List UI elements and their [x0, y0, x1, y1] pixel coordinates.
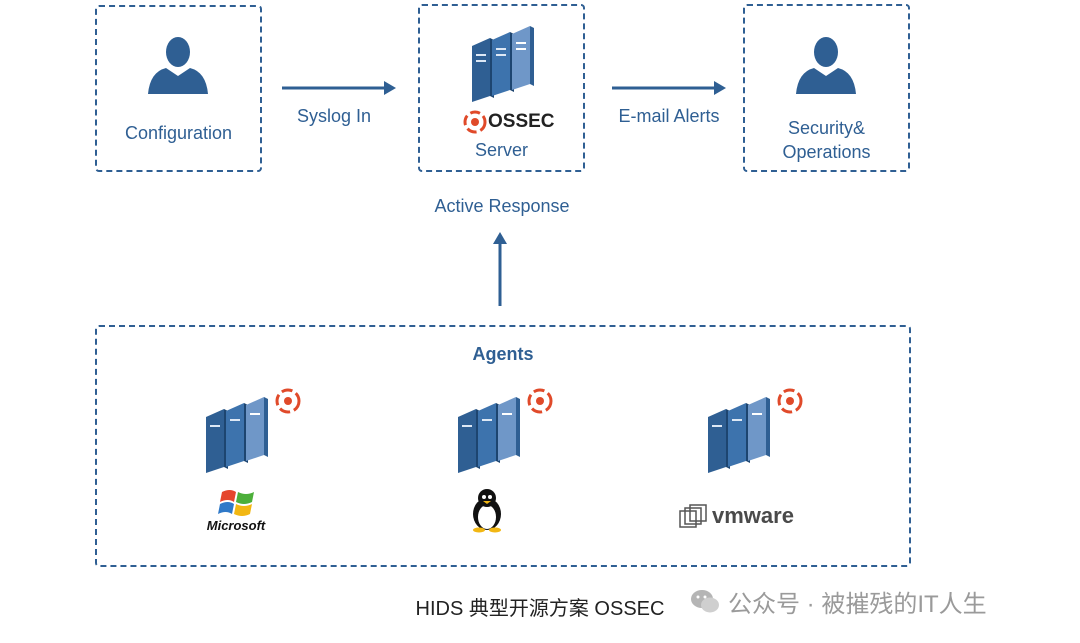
microsoft-logo-text: Microsoft [206, 518, 266, 533]
person-icon [796, 37, 856, 94]
agent-server-icon-windows [206, 388, 301, 473]
syslog-in-label: Syslog In [296, 106, 372, 126]
active-response-label: Active Response [434, 196, 570, 216]
active-response-arrow [493, 232, 507, 306]
watermark: 公众号 · 被摧残的IT人生 [690, 584, 987, 619]
wechat-icon [691, 589, 719, 612]
agent-server-icon-vmware [708, 388, 803, 473]
ossec-logo-icon [463, 110, 487, 134]
ossec-logo-text: OSSEC [488, 111, 555, 132]
server-box [418, 4, 585, 172]
server-label: Server [474, 140, 528, 160]
agents-box [95, 325, 911, 567]
linux-penguin-icon [473, 489, 501, 533]
configuration-label: Configuration [124, 123, 233, 143]
email-alerts-label: E-mail Alerts [618, 106, 720, 126]
vmware-boxes-icon [679, 504, 707, 528]
security-box [743, 4, 910, 172]
security-operations-label: Security& Operations [782, 118, 871, 162]
vmware-logo-text: vmware [712, 503, 794, 528]
windows-flag-icon [218, 490, 254, 516]
figure-caption: HIDS 典型开源方案 OSSEC [415, 598, 665, 620]
agent-server-icon-linux [458, 388, 553, 473]
watermark-text: 公众号 · 被摧残的IT人生 [728, 591, 987, 618]
person-icon [148, 37, 208, 94]
syslog-arrow [282, 81, 396, 95]
server-icon [472, 26, 534, 102]
configuration-box [95, 5, 262, 172]
email-alerts-arrow [612, 81, 726, 95]
agents-title: Agents [472, 344, 534, 364]
